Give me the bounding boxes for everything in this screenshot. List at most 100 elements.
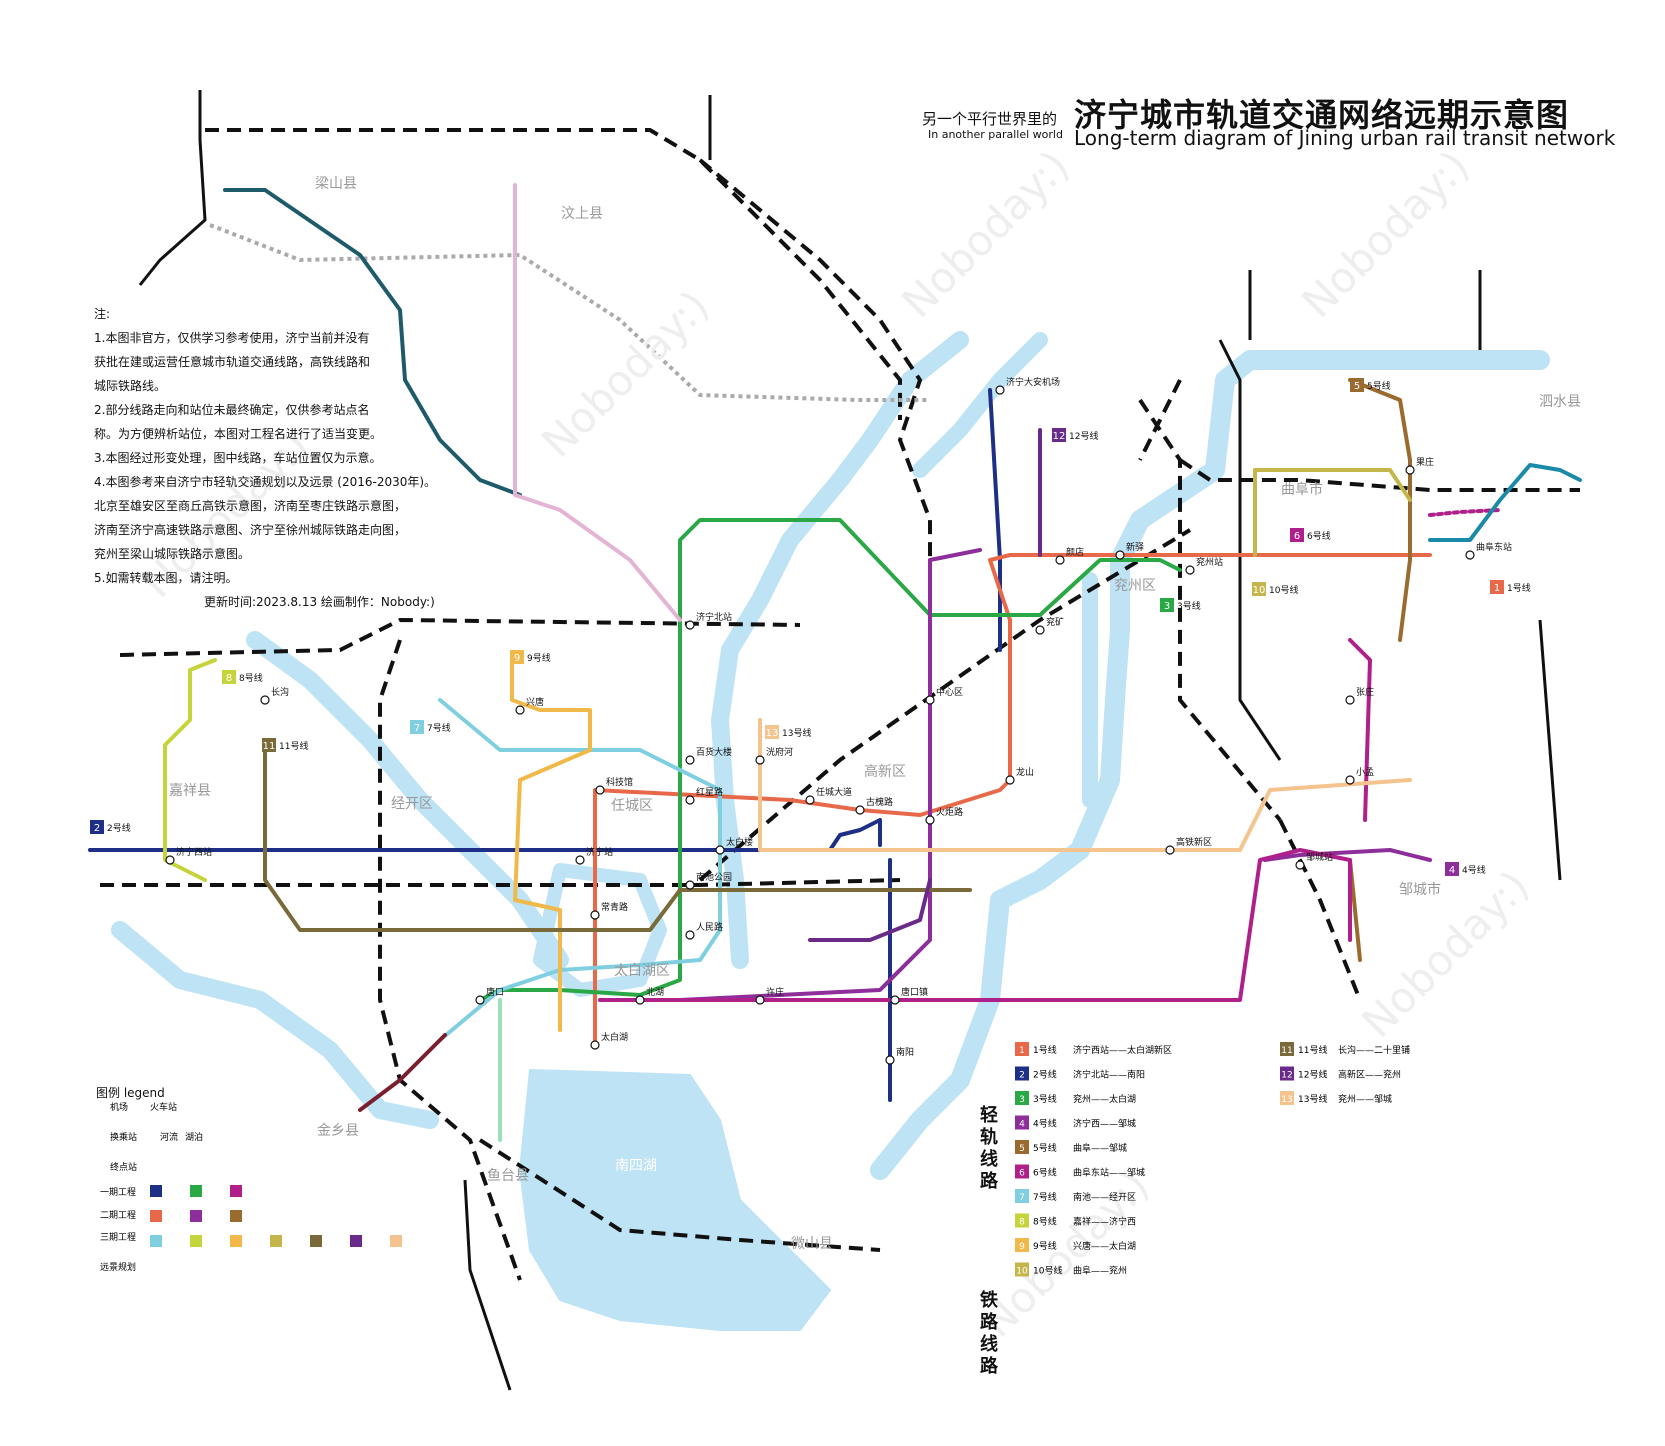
- rail-se: [1278, 819, 1362, 1001]
- station-dot: [1165, 845, 1175, 855]
- table-line-label: 1号线: [1033, 1044, 1057, 1056]
- station-dot: [685, 620, 695, 630]
- legend-badge-l2: [150, 1185, 162, 1197]
- rail-north-spur: [138, 90, 207, 286]
- legend-badge-l13: [390, 1235, 402, 1247]
- line-badge-label: 12号线: [1069, 430, 1098, 442]
- station-dot: [1035, 625, 1045, 635]
- line-5-path: [1348, 378, 1412, 642]
- station-dot: [1005, 775, 1015, 785]
- rail-sw-spur: [463, 1179, 512, 1391]
- line-badge-num: 6: [1294, 531, 1300, 542]
- table-line-label: 10号线: [1033, 1265, 1062, 1277]
- legend-heading: 图例 legend: [96, 1086, 165, 1100]
- table-badge-num: 2: [1019, 1071, 1025, 1081]
- line-badge-label: 3号线: [1177, 600, 1201, 612]
- station-dot: [590, 910, 600, 920]
- river-north2: [912, 332, 1048, 478]
- table-badge-l12: [1280, 1066, 1294, 1081]
- table-line-label: 5号线: [1033, 1142, 1057, 1154]
- line-badge-label: 2号线: [107, 822, 131, 834]
- district-labels: 梁山县 汶上县 嘉祥县 经开区 任城区 高新区 兖州区 曲阜市 泗水县 邹城市 …: [169, 176, 1581, 1252]
- table-badge-num: 11: [1281, 1046, 1292, 1056]
- notes-heading: 注:: [94, 307, 111, 321]
- table-line-desc: 南池——经开区: [1073, 1191, 1136, 1203]
- table-line-desc: 济宁西——邹城: [1073, 1118, 1136, 1130]
- district-qufu: 曲阜市: [1281, 481, 1323, 498]
- table-badge-l6: [1015, 1164, 1029, 1179]
- station-dot: [475, 995, 485, 1005]
- title-accent: [1074, 150, 1544, 152]
- table-line-label: 2号线: [1033, 1069, 1057, 1081]
- line-badge-label: 1号线: [1507, 582, 1531, 594]
- rail-ne-branch: [1138, 379, 1182, 461]
- district-sishui: 泗水县: [1539, 394, 1581, 410]
- legend-badge-l8: [190, 1235, 202, 1247]
- station-dot: [925, 695, 935, 705]
- section-railway: 铁路线路: [980, 1290, 998, 1377]
- line-badge-num: 9: [514, 653, 520, 664]
- station-label: 人民路: [696, 921, 723, 933]
- lake-nansi: [519, 1069, 831, 1331]
- legend-badge-l9: [230, 1235, 242, 1247]
- line-badge-label: 11号线: [279, 740, 308, 752]
- station-dot: [1345, 695, 1355, 705]
- title-main-cn: 济宁城市轨道交通网络远期示意图: [1074, 96, 1570, 134]
- notes-line: 兖州至梁山城际铁路示意图。: [94, 547, 251, 561]
- station-label: 高铁新区: [1176, 836, 1212, 848]
- station-dot: [685, 930, 695, 940]
- legend-item-airport: 机场: [110, 1101, 128, 1113]
- rail-south-east: [698, 528, 1192, 882]
- line-badge-l13: [765, 725, 779, 739]
- station-dot: [755, 995, 765, 1005]
- station-label: 科技馆: [606, 776, 633, 788]
- table-line-desc: 济宁北站——南阳: [1073, 1069, 1145, 1081]
- lake-nansi-label: 南四湖: [615, 1158, 657, 1174]
- table-line-desc: 兴唐——太白湖: [1073, 1240, 1136, 1252]
- station-dot: [925, 815, 935, 825]
- line-intercity-path: [223, 188, 522, 497]
- legend-badge-l3: [190, 1185, 202, 1197]
- station-label: 济宁大安机场: [1006, 376, 1060, 388]
- line-badge-num: 4: [1449, 865, 1455, 876]
- table-line-label: 13号线: [1298, 1093, 1327, 1105]
- notes-line: 北京至雄安区至商丘高铁示意图，济南至枣庄铁路示意图，: [94, 499, 407, 513]
- station-dot: [165, 855, 175, 865]
- station-label: 曲阜东站: [1476, 541, 1512, 553]
- line-4-east: [1263, 848, 1432, 862]
- station-label: 小孟: [1356, 767, 1374, 778]
- line-7-path: [438, 698, 722, 1042]
- line-badge-num: 5: [1354, 381, 1360, 392]
- line-13-path: [758, 718, 1412, 852]
- station-dot: [1185, 565, 1195, 575]
- station-dot: [1345, 775, 1355, 785]
- district-weishan: 微山县: [791, 1236, 833, 1252]
- line-2-north: [988, 388, 1002, 652]
- station-label: 唐口: [486, 986, 504, 998]
- line-2-path: [88, 818, 882, 852]
- line-badge-l11: [262, 738, 276, 752]
- station-label: 张庄: [1356, 686, 1374, 698]
- station-label: 北湖: [646, 987, 664, 998]
- station-label: 新驿: [1126, 541, 1144, 553]
- station-dot: [890, 995, 900, 1005]
- notes-line: 4.本图参考来自济宁市轻轨交通规划以及远景 (2016-2030年)。: [94, 475, 437, 489]
- notes-line: 获批在建或运营任意城市轨道交通线路，高铁线路和: [94, 355, 371, 369]
- line-badge-label: 6号线: [1307, 530, 1331, 542]
- table-badge-l4: [1015, 1115, 1029, 1130]
- line-badge-label: 4号线: [1462, 864, 1486, 876]
- line-pink-path: [513, 183, 682, 622]
- station-label: 古槐路: [866, 796, 893, 808]
- table-badge-num: 5: [1019, 1144, 1025, 1154]
- table-badge-num: 6: [1019, 1169, 1025, 1179]
- line-badge-num: 10: [1253, 585, 1266, 596]
- title-prefix-en: In another parallel world: [928, 128, 1063, 141]
- station-dot: [755, 755, 765, 765]
- table-badge-l8: [1015, 1213, 1029, 1228]
- district-jinxiang: 金乡县: [317, 1123, 359, 1139]
- table-line-label: 11号线: [1298, 1044, 1327, 1056]
- rail-outer-ring: [1138, 398, 1282, 822]
- station-dot: [260, 695, 270, 705]
- station-label: 兴唐: [526, 696, 544, 708]
